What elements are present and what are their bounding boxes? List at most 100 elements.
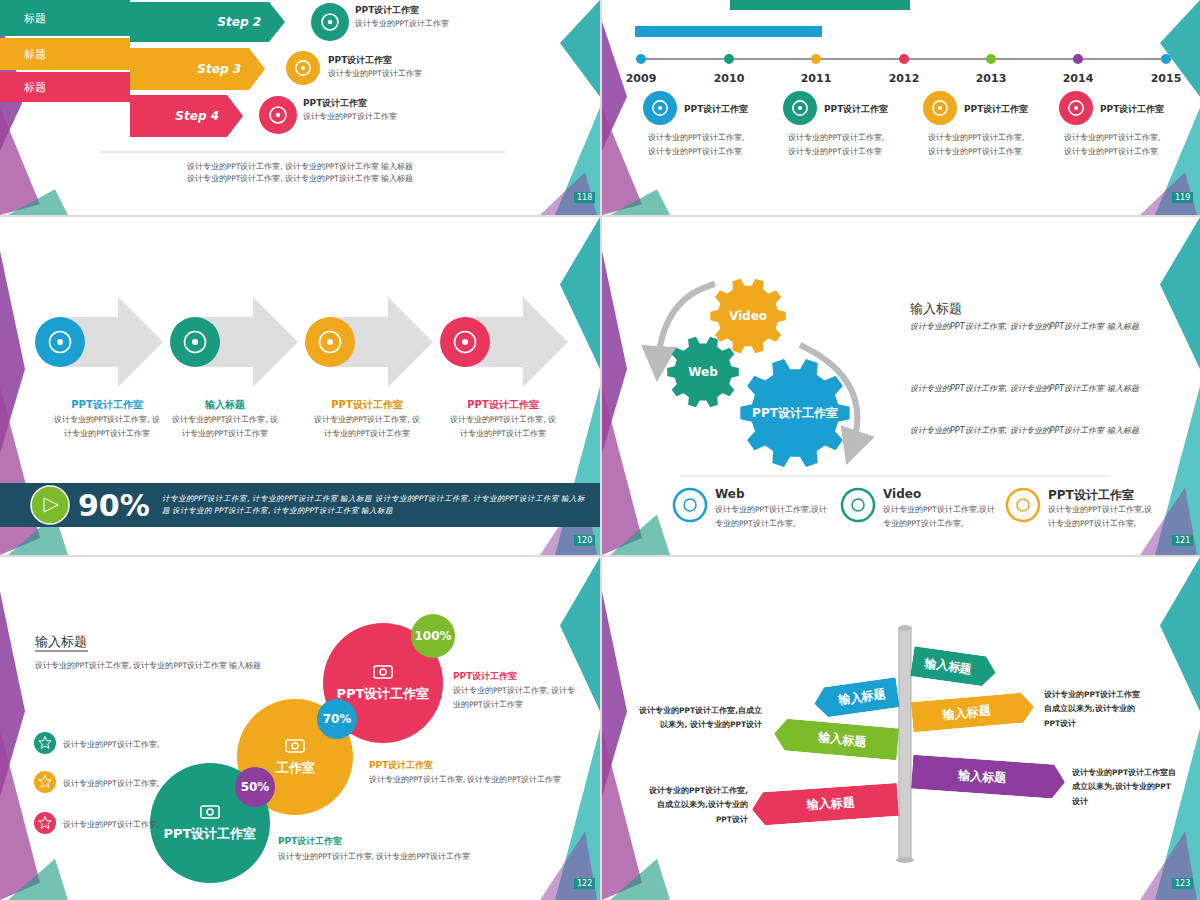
icon-circle xyxy=(643,91,677,125)
step-arrow-fill xyxy=(130,2,285,42)
year-label: 2009 xyxy=(621,72,661,85)
page-number: 120 xyxy=(574,535,595,546)
corner-shard xyxy=(1160,217,1200,369)
step-arrow-fill xyxy=(130,48,265,90)
callout-text: 设计专业的PPT设计工作室自成立以来为,设计专业的PPT设计 xyxy=(1072,766,1178,809)
item-heading: PPT设计工作室 xyxy=(446,398,560,412)
corner-shard xyxy=(560,217,600,369)
item-heading: PPT设计工作室 xyxy=(328,54,392,67)
body-text: 设计专业的PPT设计工作室,设计专业的PPT设计工作室, xyxy=(1048,503,1158,530)
star-bullet xyxy=(34,812,56,834)
corner-shard xyxy=(560,0,600,97)
slide-divider xyxy=(600,0,602,900)
divider-line xyxy=(680,476,1110,477)
corner-shard xyxy=(540,172,597,215)
signpost-arrow-fill xyxy=(911,692,1035,733)
title-bar: 标题 xyxy=(0,0,130,36)
title-underline xyxy=(35,651,88,652)
corner-shard xyxy=(602,386,642,555)
item-heading: PPT设计工作室 xyxy=(684,103,748,116)
body-text: 设计专业的PPT设计工作室, 设计专业的PPT设计工作室 xyxy=(648,131,748,158)
node-text: 100% xyxy=(414,629,451,643)
item-heading: PPT设计工作室 xyxy=(1048,487,1134,504)
circle-icon xyxy=(199,803,221,821)
icon-glyph xyxy=(1069,101,1083,115)
icon-glyph xyxy=(455,332,476,353)
corner-shard xyxy=(1140,831,1197,900)
signpost-pole xyxy=(899,628,911,860)
body-text: 设计专业的PPT设计工作室, 设计专业的PPT设计工作室 xyxy=(788,131,888,158)
icon-circle xyxy=(35,317,85,367)
slide-divider xyxy=(0,215,1200,217)
icon-glyph xyxy=(276,113,281,118)
gear: Video xyxy=(710,278,786,354)
stat-band: 90%计专业的PPT设计工作室, 计专业的PPT设计工作室 输入标题 设计专业的… xyxy=(0,483,600,527)
outline-icon xyxy=(842,489,874,521)
item-heading: PPT设计工作室 xyxy=(303,97,367,110)
signpost-arrow-fill xyxy=(751,783,899,826)
icon-circle xyxy=(1059,91,1093,125)
corner-shard xyxy=(610,514,670,555)
node-text: PPT设计工作室 xyxy=(337,685,430,703)
step-arrow: Step 2 xyxy=(130,2,285,42)
circle-icon xyxy=(372,663,394,681)
star-bullet xyxy=(34,732,56,754)
body-text: 设计专业的PPT设计工作室, 设计专业的PPT设计工作室 xyxy=(278,850,470,864)
icon-glyph xyxy=(798,106,802,110)
icon-glyph xyxy=(270,107,286,123)
step-arrow: Step 4 xyxy=(130,95,243,137)
icon-circle xyxy=(440,317,490,367)
icon-glyph xyxy=(292,743,298,749)
icon-glyph xyxy=(684,499,696,511)
corner-shard xyxy=(0,108,40,216)
icon-glyph xyxy=(322,14,338,30)
slide-divider xyxy=(0,555,1200,557)
corner-shard xyxy=(602,729,642,900)
signpost-arrow: 输入标题 xyxy=(751,783,899,826)
item-heading: PPT设计工作室 xyxy=(453,670,517,683)
signpost-arrow-fill xyxy=(910,646,997,687)
corner-shard xyxy=(602,108,642,216)
icon-glyph xyxy=(1074,106,1078,110)
signpost-arrow-fill xyxy=(812,677,899,718)
body-text: 设计专业的PPT设计工作室, 设计专业的PPT设计工作室 xyxy=(1064,131,1164,158)
gear: PPT设计工作室 xyxy=(740,358,850,468)
gear: Web xyxy=(667,336,739,408)
body-text: 设计专业的PPT设计工作室, 设计专业的PPT设计工作室 输入标题 xyxy=(35,659,261,673)
item-heading: PPT设计工作室 xyxy=(278,835,342,848)
timeline-dot xyxy=(899,54,909,64)
signpost-arrow-fill xyxy=(773,718,899,761)
timeline-dot xyxy=(636,54,646,64)
icon-glyph xyxy=(793,101,807,115)
icon-glyph xyxy=(380,669,386,675)
icon-circle xyxy=(286,51,320,85)
icon-circle xyxy=(170,317,220,367)
corner-shard xyxy=(540,831,597,900)
page-number: 119 xyxy=(1172,192,1193,203)
node-text: Web xyxy=(688,365,718,379)
icon-glyph xyxy=(207,809,213,815)
body-text: 设计专业的PPT设计工作室, 设计专业的PPT设计工作室 xyxy=(928,131,1028,158)
year-label: 2014 xyxy=(1058,72,1098,85)
item-heading: Video xyxy=(883,487,921,501)
pole-base xyxy=(896,857,914,863)
pole-cap xyxy=(898,625,912,631)
body-text: 设计专业的PPT设计工作室, 设计专业的PPT设计工作室 xyxy=(453,684,581,711)
gear-fill xyxy=(740,359,849,467)
corner-shard xyxy=(0,729,40,900)
node-text: 70% xyxy=(323,712,352,726)
body-text: 设计专业的PPT设计工作室, 设计专业的PPT设计工作室 xyxy=(369,773,561,787)
icon-glyph xyxy=(658,106,662,110)
year-label: 2012 xyxy=(884,72,924,85)
icon-circle xyxy=(311,3,349,41)
icon-glyph xyxy=(301,66,305,70)
node-body: 计专业的PPT设计工作室, 计专业的PPT设计工作室 输入标题 设计专业的PPT… xyxy=(162,493,592,517)
node-text: PPT设计工作室 xyxy=(752,405,838,422)
page-number: 121 xyxy=(1172,535,1193,546)
icon-circle xyxy=(259,96,297,134)
node-text: 标题 xyxy=(24,80,46,95)
item-heading: PPT设计工作室 xyxy=(369,759,433,772)
note-text: 设计专业的PPT设计工作室, 设计专业的PPT设计工作室 输入标题 xyxy=(910,383,1139,394)
callout-text: 设计专业的PPT设计工作室,自成立以来为,设计专业的PPT设计 xyxy=(648,784,748,827)
band-icon-glyph xyxy=(44,498,58,512)
